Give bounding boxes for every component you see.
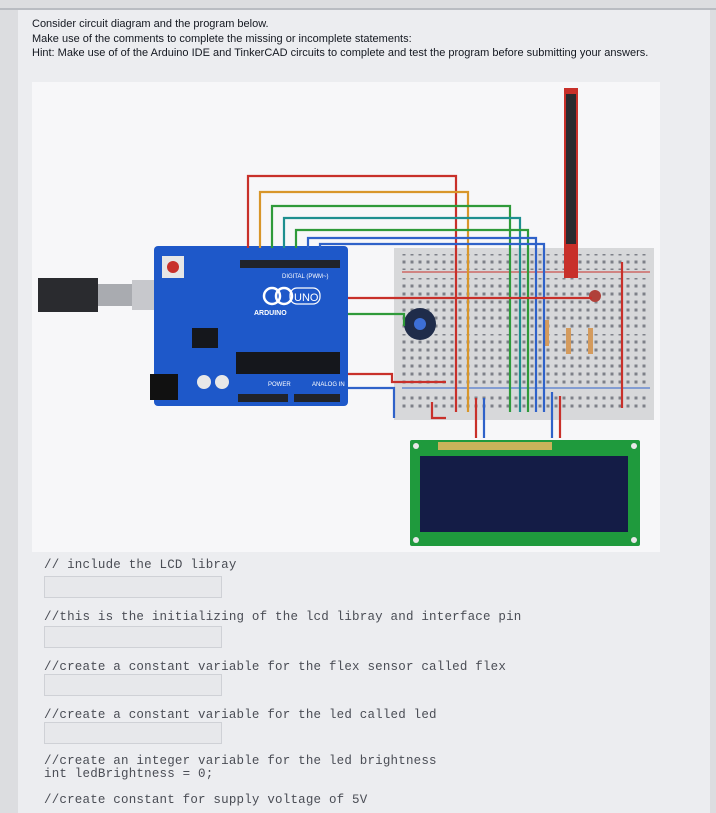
instructions: Consider circuit diagram and the program… — [32, 17, 648, 61]
instruction-line-hint: Hint: Make use of of the Arduino IDE and… — [32, 47, 649, 59]
analog-label: ANALOG IN — [312, 382, 345, 388]
comment-init-lcd: //this is the initializing of the lcd li… — [44, 610, 522, 624]
circuit-diagram: UNO ARDUINO DIGITAL (PWM~) POWER ANALOG … — [32, 82, 660, 552]
digital-label: DIGITAL (PWM~) — [282, 274, 329, 280]
comment-led-brightness: //create an integer variable for the led… — [44, 754, 437, 768]
top-divider — [0, 8, 716, 10]
instruction-line-2: Make use of the comments to complete the… — [32, 32, 412, 45]
board-logo: UNO — [294, 292, 319, 304]
board-brand: ARDUINO — [254, 310, 287, 317]
comment-flex-constant: //create a constant variable for the fle… — [44, 660, 507, 674]
usb-cable — [38, 278, 98, 312]
arduino-uno-board: UNO ARDUINO DIGITAL (PWM~) POWER ANALOG … — [150, 246, 348, 406]
jumper-wires — [246, 174, 624, 438]
question-page: Consider circuit diagram and the program… — [18, 10, 710, 813]
circuit-svg: UNO ARDUINO DIGITAL (PWM~) POWER ANALOG … — [38, 88, 654, 546]
led — [589, 290, 601, 302]
comment-include-lcd: // include the LCD libray — [44, 558, 237, 572]
comment-led-constant: //create a constant variable for the led… — [44, 708, 437, 722]
usb-port — [132, 280, 154, 310]
resistors — [544, 320, 593, 354]
answer-field-4[interactable] — [44, 722, 222, 744]
usb-plug — [98, 284, 132, 306]
answer-field-2[interactable] — [44, 626, 222, 648]
code-led-brightness: int ledBrightness = 0; — [44, 767, 214, 781]
comment-supply-voltage: //create constant for supply voltage of … — [44, 793, 368, 807]
answer-field-3[interactable] — [44, 674, 222, 696]
answer-field-1[interactable] — [44, 576, 222, 598]
power-label: POWER — [268, 382, 291, 388]
flex-sensor — [564, 88, 578, 278]
instruction-line-1: Consider circuit diagram and the program… — [32, 18, 269, 30]
breadboard — [394, 248, 654, 420]
potentiometer — [404, 308, 436, 340]
lcd-display — [410, 440, 640, 546]
